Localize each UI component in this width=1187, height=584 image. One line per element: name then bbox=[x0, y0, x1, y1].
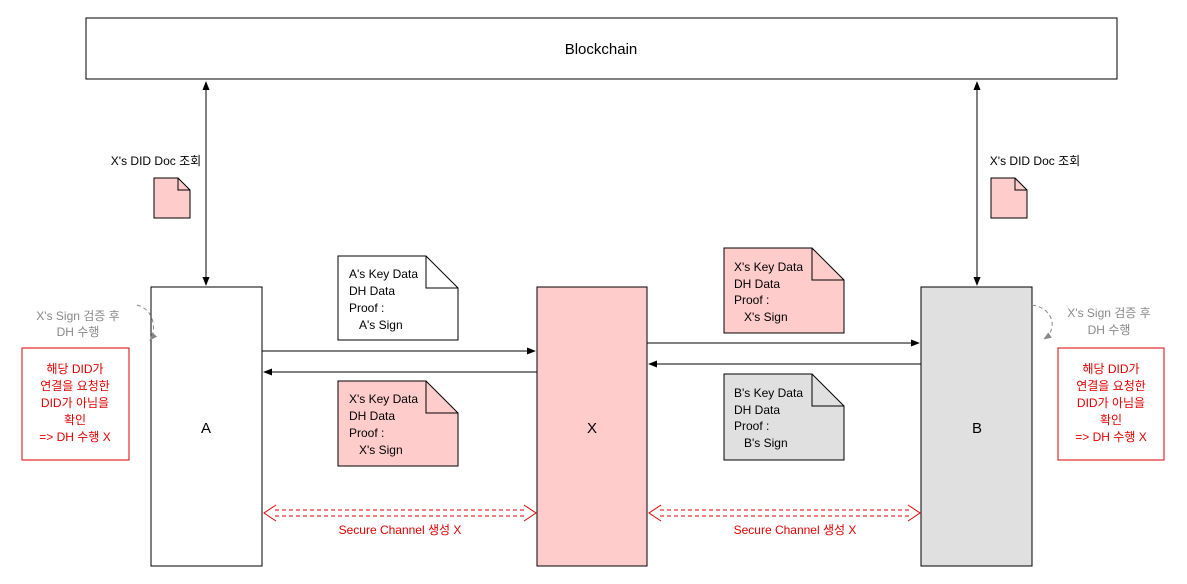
note-b-line1: B's Key Data bbox=[734, 386, 803, 400]
right-warning-line3: DID가 아님을 bbox=[1077, 396, 1145, 410]
note-a-line1: A's Key Data bbox=[349, 267, 418, 281]
note-a-line4: A's Sign bbox=[359, 318, 403, 332]
note-xl-line4: X's Sign bbox=[359, 443, 403, 457]
right-warning-line1: 해당 DID가 bbox=[1082, 362, 1139, 376]
right-warning-line2: 연결을 요청한 bbox=[1076, 379, 1146, 393]
note-b-line4: B's Sign bbox=[744, 436, 788, 450]
note-a-line2: DH Data bbox=[349, 284, 395, 298]
left-verify-line1: X's Sign 검증 후 bbox=[36, 309, 119, 323]
right-secure-channel-arrow bbox=[648, 504, 921, 522]
right-verify-line1: X's Sign 검증 후 bbox=[1067, 306, 1150, 320]
left-warning-line1: 해당 DID가 bbox=[46, 362, 103, 376]
left-verify-loop bbox=[136, 304, 158, 341]
note-x-key-data-left: X's Key Data DH Data Proof : X's Sign bbox=[337, 380, 459, 467]
right-warning-box: 해당 DID가 연결을 요청한 DID가 아님을 확인 => DH 수행 X bbox=[1057, 347, 1165, 461]
note-xr-line1: X's Key Data bbox=[734, 260, 803, 274]
right-verify-line2: DH 수행 bbox=[1088, 322, 1131, 337]
left-secure-channel-label: Secure Channel 생성 X bbox=[339, 523, 462, 537]
node-x: X bbox=[536, 286, 648, 567]
left-warning-box: 해당 DID가 연결을 요청한 DID가 아님을 확인 => DH 수행 X bbox=[21, 347, 130, 461]
right-warning-line5: => DH 수행 X bbox=[1075, 429, 1146, 444]
note-xr-line4: X's Sign bbox=[744, 310, 788, 324]
left-warning-line2: 연결을 요청한 bbox=[40, 379, 110, 393]
node-a: A bbox=[150, 286, 263, 567]
right-secure-channel-label: Secure Channel 생성 X bbox=[734, 523, 857, 537]
note-a-key-data: A's Key Data DH Data Proof : A's Sign bbox=[337, 255, 459, 341]
left-lookup-label: X's DID Doc 조회 bbox=[111, 154, 201, 168]
node-b: B bbox=[920, 286, 1033, 567]
note-xr-line2: DH Data bbox=[734, 277, 780, 291]
note-xl-line3: Proof : bbox=[349, 426, 384, 440]
blockchain-label: Blockchain bbox=[565, 41, 638, 58]
left-warning-line4: 확인 bbox=[64, 413, 86, 427]
left-did-doc-icon bbox=[153, 177, 191, 219]
note-b-key-data: B's Key Data DH Data Proof : B's Sign bbox=[723, 373, 845, 461]
left-warning-line3: DID가 아님을 bbox=[41, 396, 109, 410]
note-xl-line1: X's Key Data bbox=[349, 392, 418, 406]
note-a-line3: Proof : bbox=[349, 301, 384, 315]
note-x-key-data-right: X's Key Data DH Data Proof : X's Sign bbox=[723, 247, 845, 334]
note-b-line2: DH Data bbox=[734, 403, 780, 417]
note-b-line3: Proof : bbox=[734, 419, 769, 433]
left-verify-line2: DH 수행 bbox=[57, 324, 100, 339]
node-b-label: B bbox=[972, 420, 982, 437]
left-warning-line5: => DH 수행 X bbox=[39, 429, 110, 444]
right-verify-loop bbox=[1031, 304, 1053, 340]
note-xr-line3: Proof : bbox=[734, 293, 769, 307]
note-xl-line2: DH Data bbox=[349, 409, 395, 423]
right-did-doc-icon bbox=[990, 177, 1028, 219]
right-warning-line4: 확인 bbox=[1100, 413, 1122, 427]
node-x-label: X bbox=[587, 420, 597, 437]
left-secure-channel-arrow bbox=[263, 504, 537, 522]
right-lookup-label: X's DID Doc 조회 bbox=[990, 154, 1080, 168]
blockchain-box: Blockchain bbox=[85, 17, 1118, 80]
node-a-label: A bbox=[201, 420, 211, 437]
